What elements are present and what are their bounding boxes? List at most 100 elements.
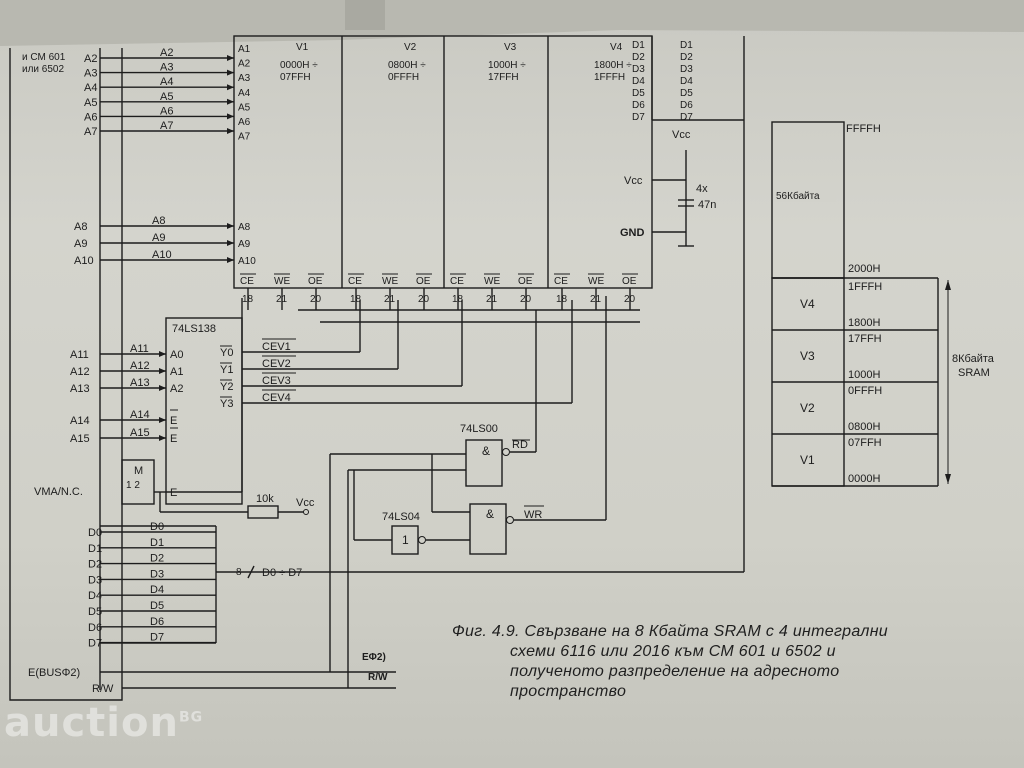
- free-space-label: 56Кбайта: [776, 190, 820, 202]
- caption-line-1: Фиг. 4.9. Свързване на 8 Кбайта SRAM с 4…: [452, 623, 888, 640]
- decoder-pin-5: E: [170, 487, 177, 499]
- decoder-input-label-a15: A15: [130, 427, 150, 439]
- bus-label-a6: A6: [160, 105, 173, 117]
- decoder-pin-4: E: [170, 433, 177, 445]
- figure-caption: Фиг. 4.9. Свързване на 8 Кбайта SRAM с 4…: [452, 622, 1012, 702]
- resistor-value: 10k: [256, 493, 274, 505]
- bus-label-a9: A9: [152, 232, 165, 244]
- chip-range-start-v1: 0000H ÷: [280, 60, 318, 71]
- jumper-label: M: [134, 465, 143, 477]
- watermark-text: auction: [4, 700, 179, 746]
- inv-symbol: 1: [402, 533, 409, 547]
- map-block-lo-v2: 0800H: [848, 421, 880, 433]
- mem-data-out-d7: D7: [680, 112, 693, 123]
- caption-line-3: полученото разпределение на адресното: [510, 663, 840, 680]
- chip-name-v4: V4: [610, 42, 623, 53]
- decoder-input-label-a11: A11: [130, 343, 149, 355]
- chip1-pin-oe: OE: [308, 276, 323, 287]
- data-bus-label-d6: D6: [150, 616, 164, 628]
- arrow-a5: [227, 98, 234, 105]
- arrow-a9: [227, 240, 234, 246]
- memory-map: 56Кбайта FFFFH 2000H 8Кбайта SRAM V41FFF…: [771, 121, 995, 487]
- bus-label-a10: A10: [152, 249, 172, 261]
- arrow-a15: [159, 435, 166, 441]
- chip-range-end-v1: 07FFH: [280, 72, 311, 83]
- decoder-out-y0: Y0: [220, 347, 233, 359]
- cpu-title-line-2: или 6502: [22, 64, 64, 75]
- chip3-pin-oe: OE: [518, 276, 533, 287]
- decoder-out-y3: Y3: [220, 398, 233, 410]
- mem-data-pin-d6: D6: [632, 100, 645, 111]
- cpu-pin-a9: A9: [74, 238, 87, 250]
- chip1-pin-ce: CE: [240, 276, 254, 287]
- arrow-a8: [227, 223, 234, 229]
- mem-data-pin-d7: D7: [632, 112, 645, 123]
- decoder-name: 74LS138: [172, 323, 216, 335]
- map-top-address: FFFFH: [846, 123, 881, 135]
- memory-control-pins: CE18WE21OE20CE18WE21OE20CE18WE21OE20CE18…: [240, 273, 640, 323]
- cpu-pin-d3: D3: [88, 574, 102, 586]
- mem-pin-a5: A5: [238, 102, 251, 113]
- cpu-pin-d1: D1: [88, 543, 102, 555]
- resistor-vcc: Vcc: [296, 497, 315, 509]
- mem-pin-a10: A10: [238, 256, 256, 267]
- chip4-pin-oe: OE: [622, 276, 637, 287]
- cpu-pin-d0: D0: [88, 527, 102, 539]
- data-bus-label: D0 ÷ D7: [262, 567, 302, 579]
- mem-pin-a1: A1: [238, 44, 251, 55]
- memory-map-blocks: V41FFFH1800HV317FFH1000HV20FFFH0800HV107…: [800, 281, 882, 485]
- mem-data-out-d1: D1: [680, 40, 693, 51]
- cpu-pin-a3: A3: [84, 68, 97, 80]
- map-block-hi-v4: 1FFFH: [848, 281, 882, 293]
- cpu-pin-a10: A10: [74, 255, 94, 267]
- wr-label: WR: [524, 509, 542, 521]
- chip-range-end-v3: 17FFH: [488, 72, 519, 83]
- data-bus-label-d3: D3: [150, 568, 164, 580]
- chip-range-start-v2: 0800H ÷: [388, 60, 426, 71]
- decoder-out-y1: Y1: [220, 364, 233, 376]
- map-size-line-1: 8Кбайта: [952, 353, 995, 365]
- chip2-pin-we: WE: [382, 276, 398, 287]
- bus-e-label: EΦ2): [362, 652, 386, 663]
- decoder-input-label-a14: A14: [130, 409, 150, 421]
- arrow-a10: [227, 257, 234, 263]
- arrow-a11: [159, 351, 166, 357]
- chip4-pin-ce: CE: [554, 276, 568, 287]
- cpu-pin-a11: A11: [70, 349, 89, 361]
- data-bus-label-d1: D1: [150, 537, 164, 549]
- chip-name-v3: V3: [504, 42, 517, 53]
- inv-name: 74LS04: [382, 511, 420, 523]
- caption-line-4: пространство: [510, 683, 627, 700]
- data-bus-label-d0: D0: [150, 521, 164, 533]
- decoder-out-y2: Y2: [220, 381, 233, 393]
- bus-width-label: 8: [236, 567, 242, 578]
- data-bus-label-d7: D7: [150, 632, 164, 644]
- map-block-hi-v3: 17FFH: [848, 333, 882, 345]
- cpu-pin-d5: D5: [88, 606, 102, 618]
- mem-data-out-d3: D3: [680, 64, 693, 75]
- chip4-pin-we: WE: [588, 276, 604, 287]
- chip3-pin-we: WE: [484, 276, 500, 287]
- map-block-v2: V2: [800, 401, 815, 415]
- map-block-lo-v3: 1000H: [848, 369, 880, 381]
- mem-pin-a3: A3: [238, 73, 251, 84]
- mem-data-pin-d4: D4: [632, 76, 645, 87]
- cpu-pin-a2: A2: [84, 53, 97, 65]
- cev-label-2: CEV2: [262, 358, 291, 370]
- chip-range-end-v2: 0FFFH: [388, 72, 419, 83]
- arrow-a4: [227, 84, 234, 91]
- mem-pin-a8: A8: [238, 222, 251, 233]
- map-boundary-address: 2000H: [848, 263, 880, 275]
- mem-data-out-d2: D2: [680, 52, 693, 63]
- caption-line-2: схеми 6116 или 2016 към СМ 601 и 6502 и: [510, 643, 836, 660]
- cpu-pin-d6: D6: [88, 622, 102, 634]
- map-block-v4: V4: [800, 297, 815, 311]
